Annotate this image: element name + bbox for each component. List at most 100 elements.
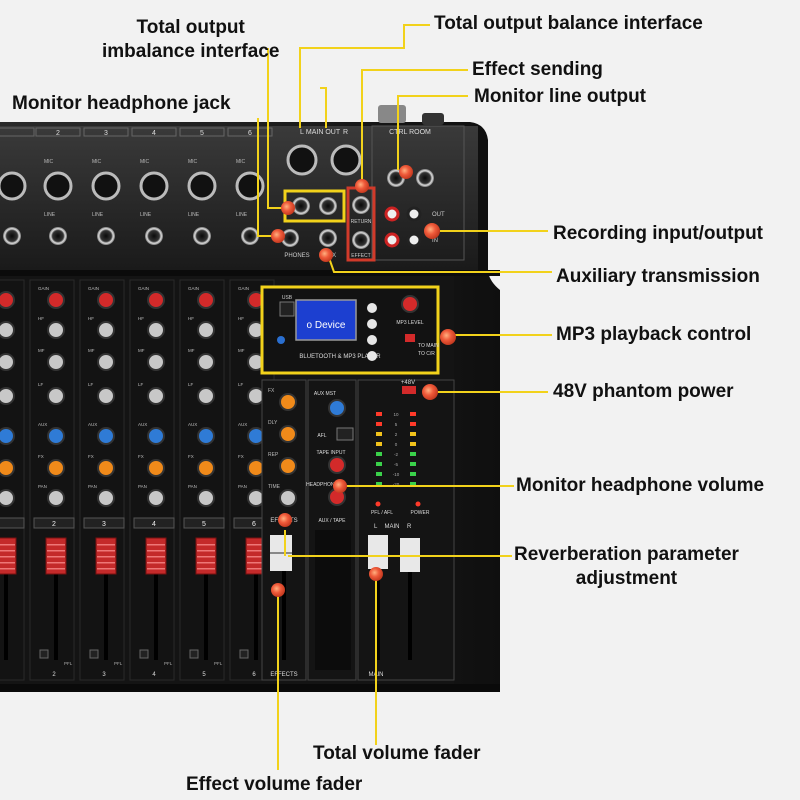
fx-knob[interactable] <box>279 393 297 411</box>
mic-xlr-input[interactable] <box>139 171 169 201</box>
mp3-level-knob[interactable] <box>401 295 419 313</box>
channel-knob[interactable] <box>47 427 65 445</box>
channel-knob[interactable] <box>0 427 15 445</box>
channel-knob[interactable] <box>47 291 65 309</box>
tape-input-label: TAPE INPUT <box>316 450 345 456</box>
mic-xlr-input[interactable] <box>43 171 73 201</box>
mp3-menu-button[interactable] <box>367 303 377 313</box>
channel-knob[interactable] <box>147 353 165 371</box>
channel-knob[interactable] <box>197 291 215 309</box>
main-out-l-xlr <box>286 144 318 176</box>
mp3-route-button[interactable] <box>405 334 415 342</box>
channel-knob[interactable] <box>47 387 65 405</box>
channel-strip <box>129 279 175 681</box>
rca-out-l[interactable] <box>384 206 400 222</box>
return-label: RETURN <box>351 219 372 225</box>
channel-knob[interactable] <box>0 489 15 507</box>
tape-input-knob[interactable] <box>328 456 346 474</box>
channel-knob[interactable] <box>0 459 15 477</box>
phantom-power-switch[interactable] <box>402 386 416 394</box>
knob-label: FX <box>88 454 94 459</box>
knob-label: HF <box>138 316 144 321</box>
channel-knob[interactable] <box>197 387 215 405</box>
callout-total-output-balance: Total output balance interface <box>434 13 703 34</box>
line-input-jack[interactable] <box>241 227 259 245</box>
main-fader-l-cap[interactable] <box>368 535 388 569</box>
ctrl-room-r-jack[interactable] <box>416 169 434 187</box>
channel-knob[interactable] <box>47 459 65 477</box>
fx-knob-label: FX <box>268 388 275 394</box>
rca-in-r[interactable] <box>406 232 422 248</box>
main-r-label: R <box>407 524 412 530</box>
channel-knob[interactable] <box>0 291 15 309</box>
channel-knob[interactable] <box>197 353 215 371</box>
fx-knob[interactable] <box>279 457 297 475</box>
channel-knob[interactable] <box>47 489 65 507</box>
total-output-imbalance-jack-l[interactable] <box>292 197 310 215</box>
line-input-jack[interactable] <box>97 227 115 245</box>
effect-send-jack[interactable] <box>352 231 370 249</box>
mp3-prev-button[interactable] <box>367 319 377 329</box>
pfl-button[interactable] <box>89 649 99 659</box>
mic-xlr-input[interactable] <box>235 171 265 201</box>
channel-knob[interactable] <box>47 321 65 339</box>
aux-master-knob[interactable] <box>328 399 346 417</box>
mic-xlr-input[interactable] <box>91 171 121 201</box>
mp3-player-module: USB o Device BLUETOOTH & MP3 PLAYER MP3 … <box>260 285 440 375</box>
mic-xlr-input[interactable] <box>0 171 27 201</box>
channel-knob[interactable] <box>147 427 165 445</box>
aux-jack[interactable] <box>319 229 337 247</box>
knob-label: PAN <box>138 484 147 489</box>
channel-knob[interactable] <box>0 353 15 371</box>
line-input-jack[interactable] <box>49 227 67 245</box>
channel-knob[interactable] <box>197 489 215 507</box>
fx-knob[interactable] <box>279 489 297 507</box>
meter-led-r <box>410 472 416 476</box>
channel-knob[interactable] <box>97 291 115 309</box>
fx-knob[interactable] <box>279 425 297 443</box>
line-input-jack[interactable] <box>3 227 21 245</box>
mp3-play-button[interactable] <box>367 351 377 361</box>
meter-label: -20 <box>393 482 400 487</box>
channel-knob[interactable] <box>97 387 115 405</box>
channel-knob[interactable] <box>0 321 15 339</box>
knob-label: HF <box>238 316 244 321</box>
pfl-button[interactable] <box>139 649 149 659</box>
channel-knob[interactable] <box>147 387 165 405</box>
line-input-jack[interactable] <box>193 227 211 245</box>
rca-out-r[interactable] <box>406 206 422 222</box>
channel-knob[interactable] <box>97 459 115 477</box>
channel-knob[interactable] <box>97 353 115 371</box>
channel-knob[interactable] <box>197 459 215 477</box>
knob-label: FX <box>188 454 194 459</box>
channel-strip <box>0 279 25 681</box>
channel-knob[interactable] <box>47 353 65 371</box>
channel-knob[interactable] <box>97 489 115 507</box>
afl-button[interactable] <box>336 427 354 441</box>
channel-knob[interactable] <box>147 489 165 507</box>
return-jack[interactable] <box>352 196 370 214</box>
channel-knob[interactable] <box>197 321 215 339</box>
channel-knob[interactable] <box>197 427 215 445</box>
pfl-button[interactable] <box>239 649 249 659</box>
phones-jack[interactable] <box>281 229 299 247</box>
channel-knob[interactable] <box>97 427 115 445</box>
pfl-button[interactable] <box>189 649 199 659</box>
channel-knob[interactable] <box>147 321 165 339</box>
pfl-button[interactable] <box>39 649 49 659</box>
mic-xlr-input[interactable] <box>187 171 217 201</box>
channel-knob[interactable] <box>97 321 115 339</box>
mp3-next-button[interactable] <box>367 335 377 345</box>
meter-label: 10 <box>393 412 399 417</box>
usb-port[interactable] <box>279 301 295 317</box>
channel-knob[interactable] <box>147 459 165 477</box>
channel-knob[interactable] <box>147 291 165 309</box>
total-output-imbalance-jack-r[interactable] <box>319 197 337 215</box>
rca-in-l[interactable] <box>384 232 400 248</box>
leader-lines <box>257 24 552 770</box>
channel-knob[interactable] <box>0 387 15 405</box>
line-input-jack[interactable] <box>145 227 163 245</box>
callout-mp3-playback: MP3 playback control <box>556 324 752 345</box>
